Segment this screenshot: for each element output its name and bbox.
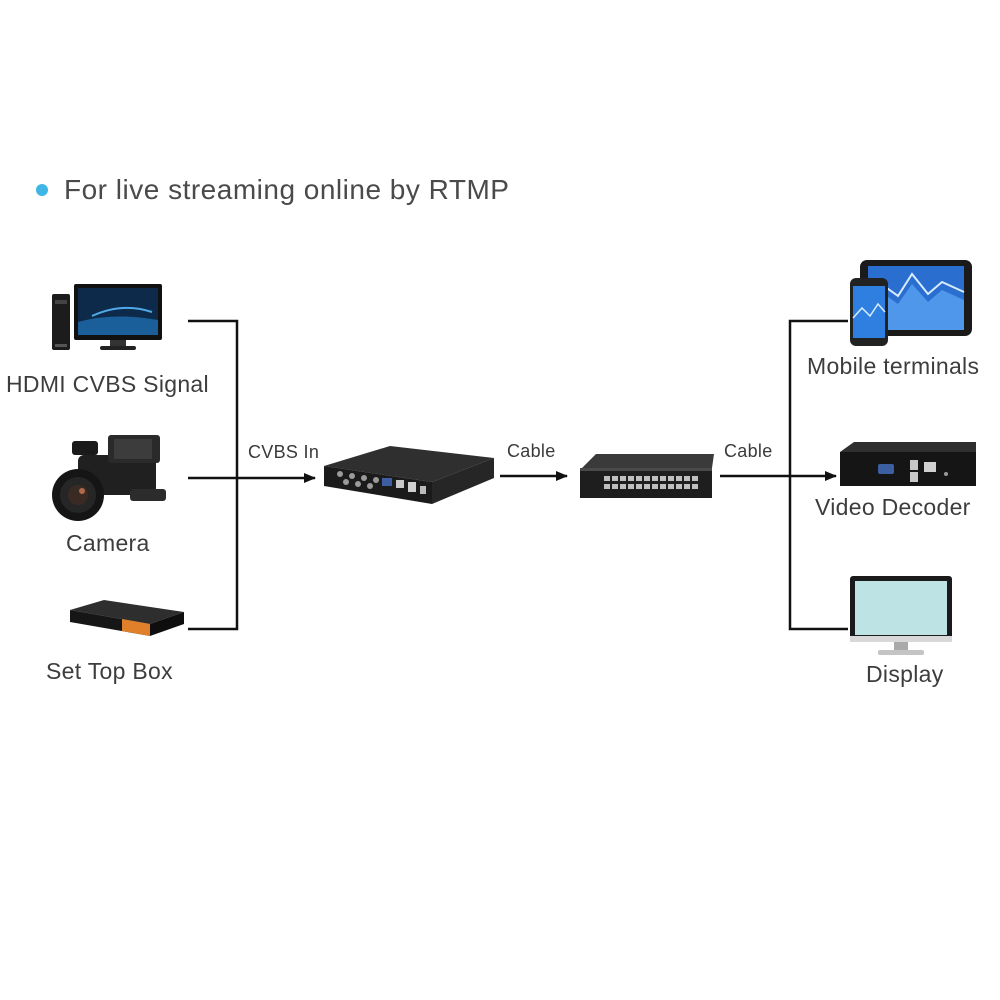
left-bracket-line <box>188 319 239 631</box>
tablet-phone-icon <box>850 256 974 353</box>
source-label-stb: Set Top Box <box>46 658 173 684</box>
output-label-display: Display <box>866 661 944 687</box>
heading: For live streaming online by RTMP <box>36 170 509 210</box>
output-label-mobile: Mobile terminals <box>807 353 980 379</box>
output-label-decoder: Video Decoder <box>815 494 971 520</box>
heading-text: For live streaming online by RTMP <box>64 174 510 205</box>
set-top-box-icon <box>64 598 188 647</box>
desktop-computer-icon <box>52 282 164 359</box>
bullet-icon <box>36 184 48 196</box>
cable-label-1: Cable <box>507 441 556 461</box>
dvr-recorder-icon <box>320 442 498 515</box>
video-camera-icon <box>52 433 172 530</box>
source-label-hdmi: HDMI CVBS Signal <box>6 371 209 397</box>
source-label-camera: Camera <box>66 530 150 556</box>
monitor-icon <box>850 574 954 663</box>
network-switch-icon <box>576 452 716 507</box>
cvbs-in-label: CVBS In <box>248 442 320 462</box>
video-decoder-icon <box>836 442 980 493</box>
cable-label-2: Cable <box>724 441 773 461</box>
